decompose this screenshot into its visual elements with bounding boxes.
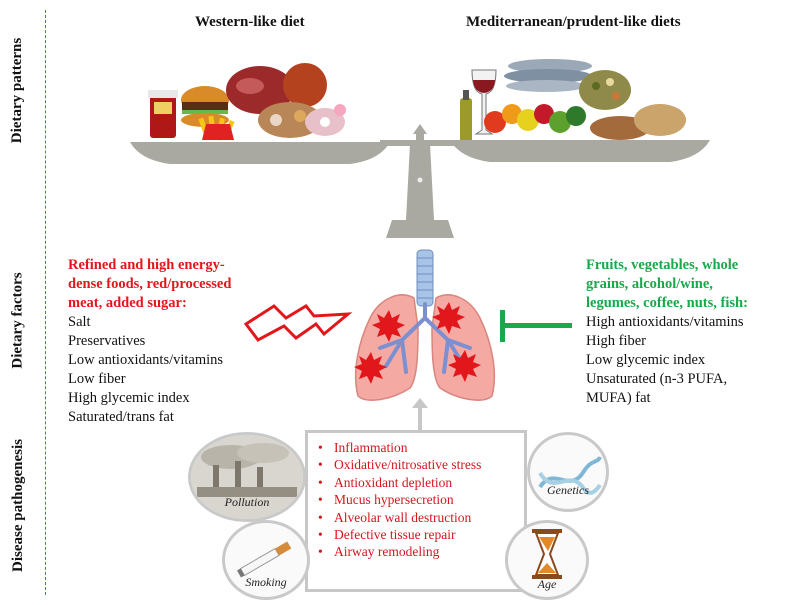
up-arrow-icon [412, 398, 428, 432]
pollution-label: Pollution [224, 495, 270, 509]
mediterranean-factors-head-3: legumes, coffee, nuts, fish: [586, 295, 748, 311]
western-diet-title: Western-like diet [195, 14, 305, 30]
mediterranean-food-illustration [460, 59, 686, 142]
pathogenesis-item: •Mucus hypersecretion [318, 492, 454, 508]
dna-icon [538, 456, 602, 495]
western-factors-head-2: dense foods, red/processed [68, 276, 232, 292]
western-factor-item: High glycemic index [68, 390, 190, 406]
mediterranean-factor-item: Low glycemic index [586, 352, 706, 368]
western-factor-item: Preservatives [68, 333, 146, 349]
balance-scale-icon [130, 59, 710, 238]
pathogenesis-item: •Inflammation [318, 440, 408, 455]
label-dietary-factors: Dietary factors [9, 271, 26, 369]
western-factor-item: Salt [68, 314, 91, 330]
mediterranean-factor-item: Unsaturated (n-3 PUFA, [586, 371, 728, 387]
cigarette-icon [237, 541, 292, 578]
pathogenesis-item: •Airway remodeling [318, 544, 440, 560]
pathogenesis-item: •Oxidative/nitrosative stress [318, 457, 482, 473]
pathogenesis-item: •Alveolar wall destruction [318, 509, 472, 525]
western-factors-head-3: meat, added sugar: [68, 295, 187, 311]
mediterranean-factor-item: High fiber [586, 333, 646, 349]
western-factor-item: Low antioxidants/vitamins [68, 352, 224, 368]
lightning-arrow-icon [244, 304, 353, 342]
mediterranean-factors-head-1: Fruits, vegetables, whole [586, 257, 739, 273]
age-label: Age [537, 577, 557, 591]
mediterranean-factors: Fruits, vegetables, whole grains, alcoho… [586, 256, 748, 408]
mediterranean-factor-item: High antioxidants/vitamins [586, 314, 744, 330]
smokestack-icon [191, 435, 303, 519]
pathogenesis-item: •Antioxidant depletion [318, 474, 453, 490]
western-factor-item: Low fiber [68, 371, 126, 387]
mediterranean-diet-title: Mediterranean/prudent-like diets [466, 14, 681, 30]
section-divider-line [45, 10, 46, 595]
pollution-circle: Pollution [188, 432, 306, 522]
age-circle: Age [505, 520, 589, 600]
inhibition-bar-icon [500, 310, 572, 342]
western-factors: Refined and high energy- dense foods, re… [68, 256, 231, 427]
smoking-circle: Smoking [222, 520, 310, 600]
genetics-circle: Genetics [527, 432, 609, 512]
genetics-label: Genetics [547, 483, 589, 497]
mediterranean-factor-item: MUFA) fat [586, 390, 651, 406]
label-dietary-patterns: Dietary patterns [9, 37, 26, 143]
mediterranean-factors-head-2: grains, alcohol/wine, [586, 276, 713, 292]
pathogenesis-item: •Defective tissue repair [318, 527, 456, 543]
smoking-label: Smoking [245, 575, 287, 589]
hourglass-icon [532, 529, 562, 579]
pathogenesis-box: •Inflammation •Oxidative/nitrosative str… [305, 430, 527, 592]
western-factor-item: Saturated/trans fat [68, 409, 174, 425]
western-food-illustration [148, 63, 346, 141]
western-factors-head-1: Refined and high energy- [68, 257, 225, 273]
lungs-icon [354, 249, 496, 401]
label-disease-pathogenesis: Disease pathogenesis [9, 438, 26, 572]
